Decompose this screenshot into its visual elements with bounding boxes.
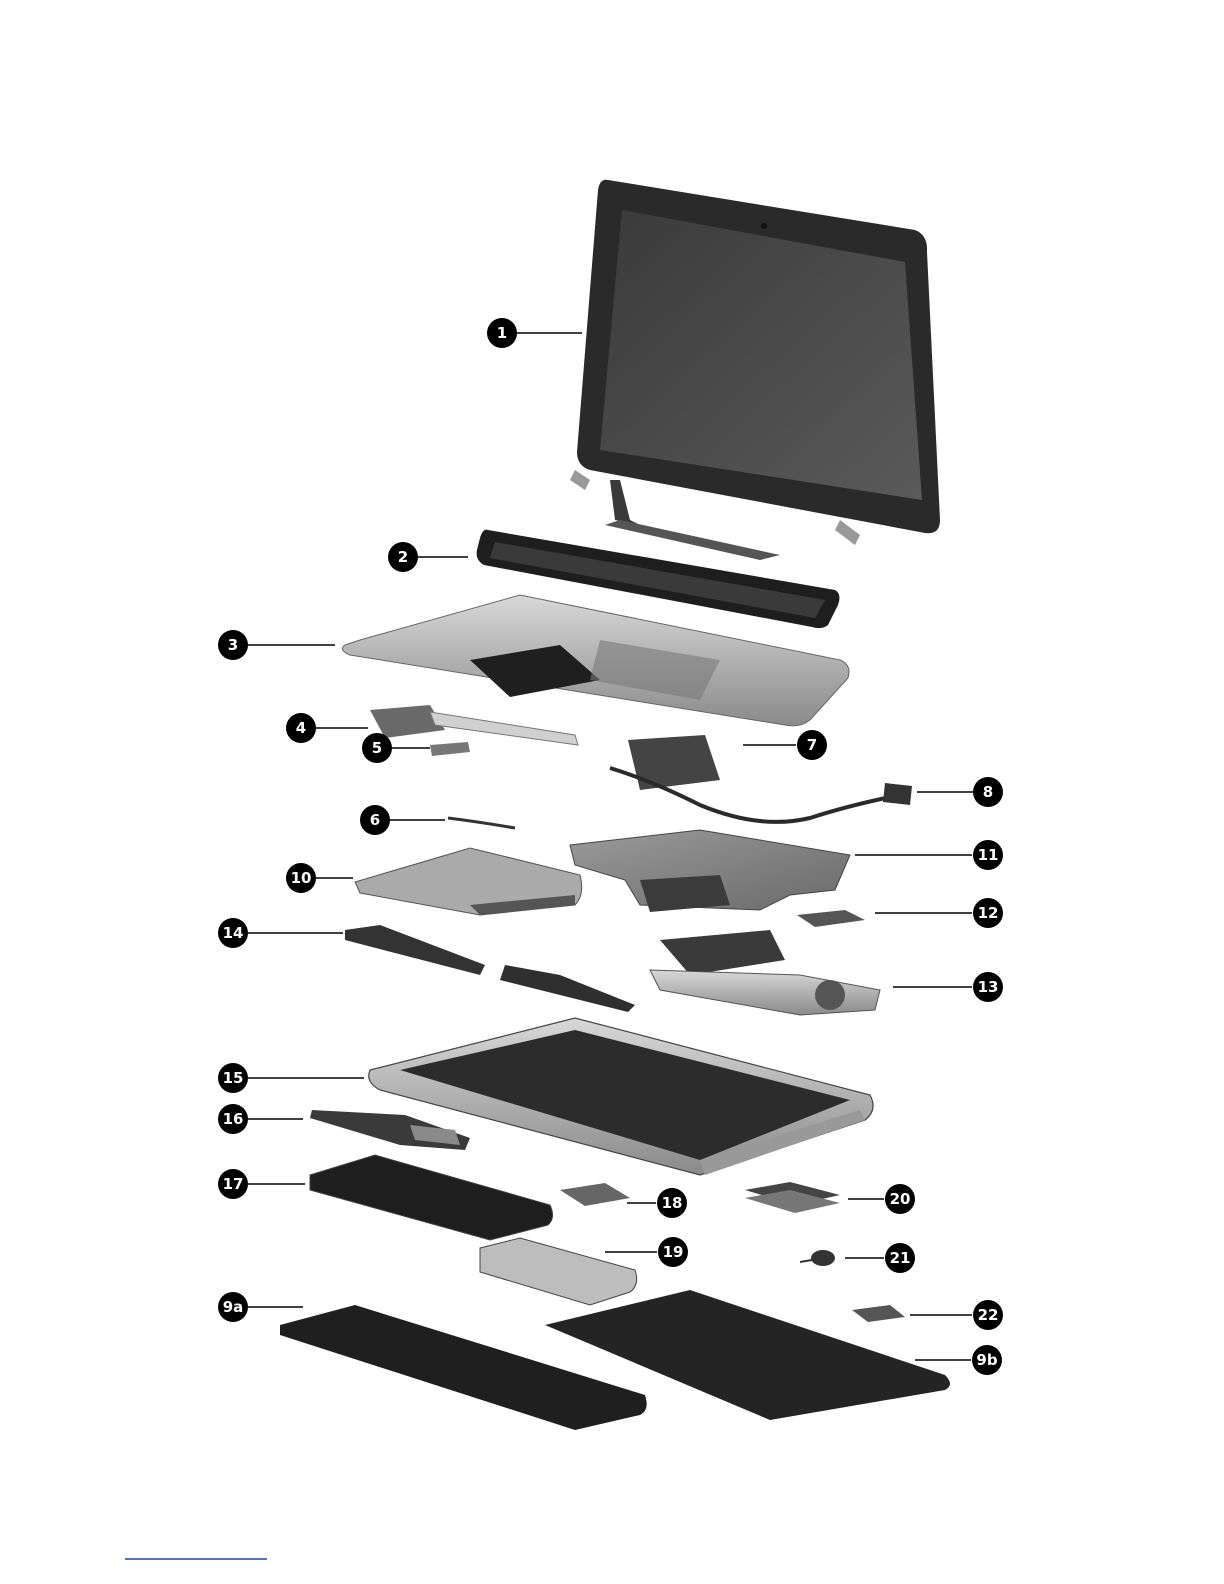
svg-text:7: 7 — [807, 736, 817, 754]
small-card — [852, 1305, 905, 1322]
svg-text:13: 13 — [978, 978, 999, 996]
speakers — [345, 925, 635, 1012]
small-module — [628, 735, 720, 790]
svg-text:2: 2 — [398, 548, 408, 566]
svg-text:19: 19 — [663, 1243, 684, 1261]
memory-modules — [745, 1182, 840, 1213]
hard-drive — [480, 1238, 637, 1305]
svg-text:21: 21 — [890, 1249, 911, 1267]
svg-text:6: 6 — [370, 811, 380, 829]
svg-text:9b: 9b — [976, 1351, 997, 1369]
thermal-module — [650, 930, 880, 1015]
callout-2: 2 — [388, 542, 418, 572]
callout-15: 15 — [218, 1063, 248, 1093]
callout-12: 12 — [973, 898, 1003, 928]
svg-text:8: 8 — [983, 783, 993, 801]
callout-18: 18 — [657, 1188, 687, 1218]
small-cable — [448, 818, 515, 828]
svg-text:18: 18 — [662, 1194, 683, 1212]
svg-text:4: 4 — [296, 719, 306, 737]
svg-text:5: 5 — [372, 739, 382, 757]
callout-16: 16 — [218, 1104, 248, 1134]
callout-8: 8 — [973, 777, 1003, 807]
callout-13: 13 — [973, 972, 1003, 1002]
optical-drive — [355, 848, 582, 915]
system-board — [570, 830, 850, 912]
battery — [310, 1155, 553, 1240]
rtc-battery — [800, 1250, 835, 1266]
callout-4: 4 — [286, 713, 316, 743]
base-enclosure — [369, 1018, 873, 1175]
svg-text:9a: 9a — [223, 1298, 244, 1316]
callout-22: 22 — [973, 1300, 1003, 1330]
callout-1: 1 — [487, 318, 517, 348]
callout-14: 14 — [218, 918, 248, 948]
callout-7: 7 — [797, 730, 827, 760]
callout-17: 17 — [218, 1169, 248, 1199]
power-button-board — [370, 705, 578, 745]
usb-board — [310, 1110, 470, 1150]
callout-21: 21 — [885, 1243, 915, 1273]
bracket-part — [430, 742, 470, 756]
svg-text:16: 16 — [223, 1110, 244, 1128]
callout-3: 3 — [218, 630, 248, 660]
processor-chip — [797, 910, 865, 927]
callout-9b: 9b — [972, 1345, 1002, 1375]
callout-20: 20 — [885, 1184, 915, 1214]
svg-text:12: 12 — [978, 904, 999, 922]
svg-text:22: 22 — [978, 1306, 999, 1324]
svg-text:15: 15 — [223, 1069, 244, 1087]
callout-5: 5 — [362, 733, 392, 763]
callout-11: 11 — [973, 840, 1003, 870]
callout-6: 6 — [360, 805, 390, 835]
svg-text:10: 10 — [291, 869, 312, 887]
svg-text:3: 3 — [228, 636, 238, 654]
callout-9a: 9a — [218, 1292, 248, 1322]
svg-text:17: 17 — [223, 1175, 244, 1193]
callout-10: 10 — [286, 863, 316, 893]
callout-19: 19 — [658, 1237, 688, 1267]
svg-text:11: 11 — [978, 846, 999, 864]
display-assembly — [570, 180, 940, 560]
svg-text:20: 20 — [890, 1190, 911, 1208]
svg-text:14: 14 — [223, 924, 244, 942]
wlan-module — [560, 1183, 630, 1206]
svg-text:1: 1 — [497, 324, 507, 342]
